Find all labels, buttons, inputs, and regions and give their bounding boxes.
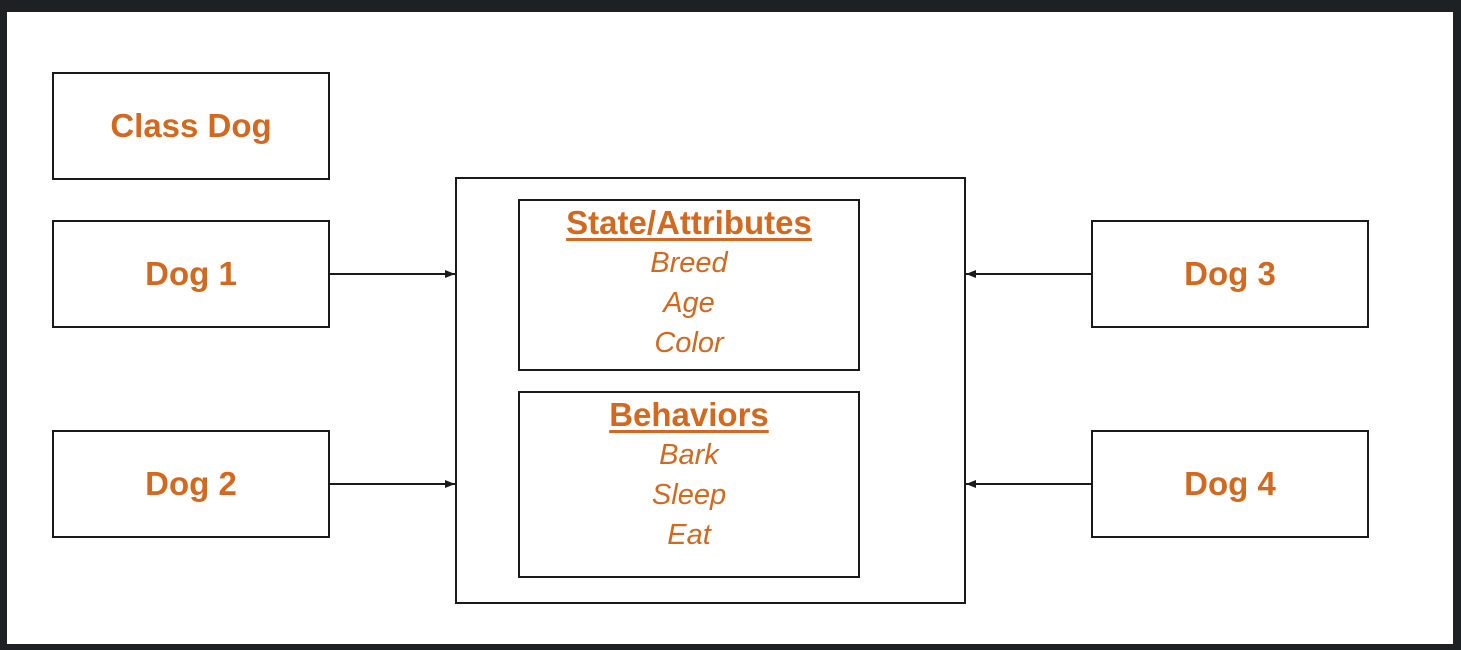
attribute-breed: Breed [650,247,728,279]
dog-2-label: Dog 2 [145,465,237,502]
dog-3-label: Dog 3 [1184,255,1276,292]
behaviors-box: Behaviors Bark Sleep Eat [518,391,860,578]
dog-3-box: Dog 3 [1091,220,1369,328]
dog-2-box: Dog 2 [52,430,330,538]
behavior-sleep: Sleep [651,479,727,511]
behavior-bark: Bark [659,439,719,471]
state-attributes-heading: State/Attributes [566,204,812,241]
class-dog-box: Class Dog [52,72,330,180]
dog-4-label: Dog 4 [1184,465,1276,502]
behavior-eat: Eat [667,519,711,551]
dog-1-label: Dog 1 [145,255,237,292]
dog-1-box: Dog 1 [52,220,330,328]
attribute-age: Age [663,287,715,319]
state-attributes-box: State/Attributes Breed Age Color [518,199,860,371]
class-dog-label: Class Dog [110,107,272,144]
dog-4-box: Dog 4 [1091,430,1369,538]
behaviors-heading: Behaviors [609,396,769,433]
attribute-color: Color [654,327,724,359]
